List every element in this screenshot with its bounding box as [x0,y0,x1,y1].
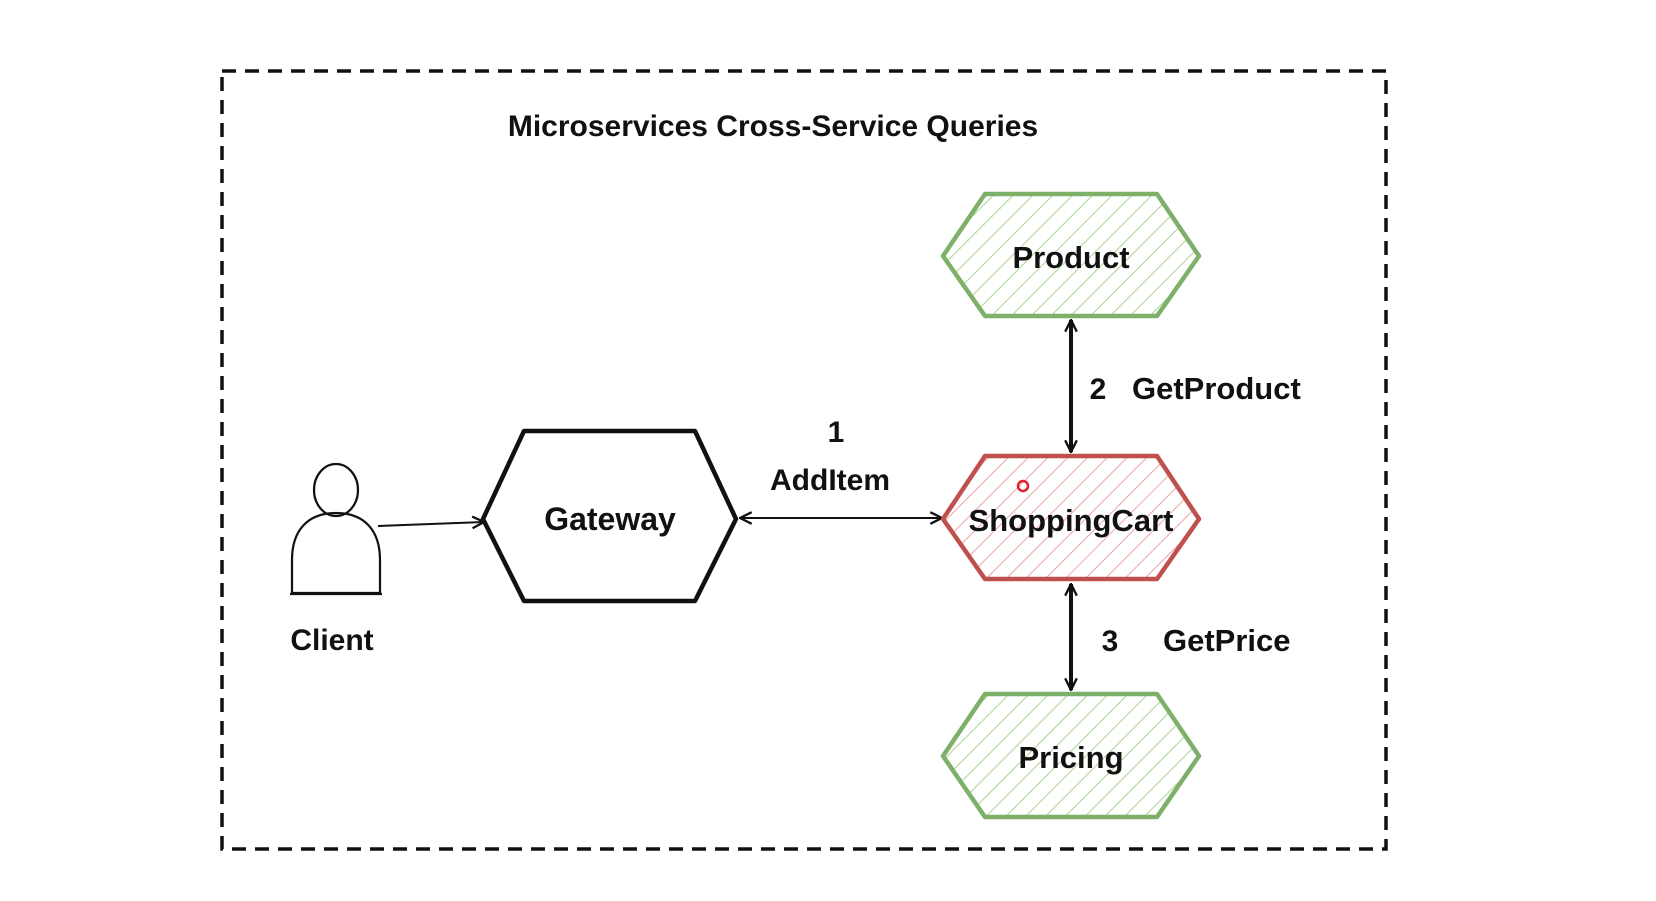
client-to-gateway-arrow [377,522,484,526]
mouse-cursor-icon [1016,479,1030,493]
client-person-icon[interactable] [290,462,382,596]
pricing-node[interactable] [940,691,1202,820]
getprice-label: GetPrice [1163,623,1291,658]
getproduct-label: GetProduct [1132,371,1301,406]
product-label: Product [1012,240,1129,275]
product-node[interactable] [940,191,1202,319]
diagram-title: Microservices Cross-Service Queries [508,110,1038,143]
gateway-label: Gateway [544,501,676,537]
pricing-label: Pricing [1018,740,1123,775]
shoppingcart-label: ShoppingCart [969,503,1174,538]
shoppingcart-node[interactable] [940,453,1202,582]
client-label: Client [290,624,373,657]
getproduct-step-number: 2 [1090,373,1107,406]
boundary-frame [220,69,1388,851]
additem-label: AddItem [770,464,890,497]
additem-step-number: 1 [828,416,845,449]
gateway-node[interactable] [480,428,739,604]
getprice-step-number: 3 [1102,625,1119,658]
